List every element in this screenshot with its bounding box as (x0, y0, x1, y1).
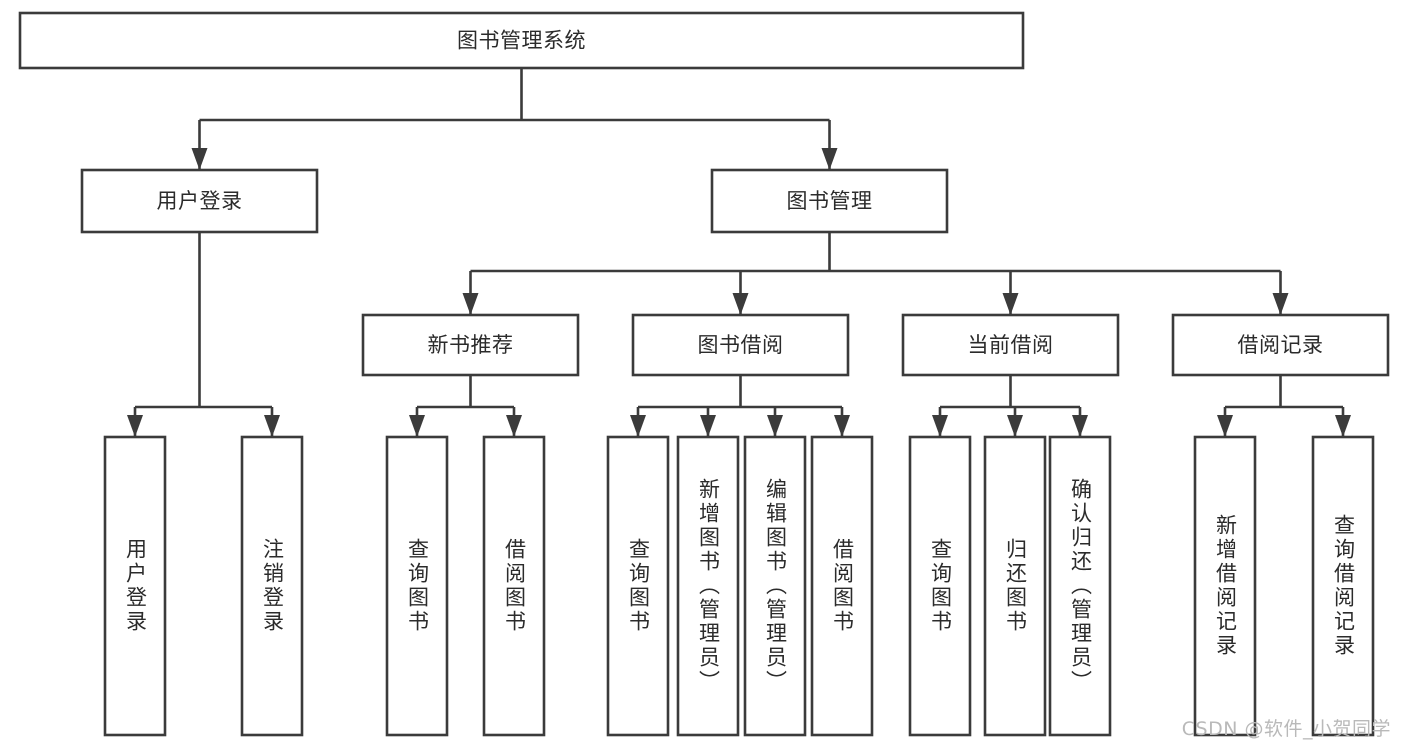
node-leaf-user-logout-rect[interactable] (240, 435, 304, 737)
arrow-head-icon (264, 415, 280, 437)
node-leaf-query-book-2[interactable] (606, 435, 670, 737)
node-current-borrow-rect[interactable] (901, 313, 1120, 377)
node-book-borrow[interactable]: 图书借阅 (631, 313, 850, 377)
node-leaf-user-login[interactable] (103, 435, 167, 737)
arrow-head-icon (409, 415, 425, 437)
node-new-book-recommend-rect[interactable] (361, 313, 580, 377)
arrow-head-icon (821, 148, 838, 170)
arrow-head-icon (932, 415, 948, 437)
node-leaf-query-book-1-rect[interactable] (385, 435, 449, 737)
node-borrow-record-rect[interactable] (1171, 313, 1390, 377)
watermark-text: CSDN @软件_小贺同学 (1181, 718, 1391, 740)
node-root-root-rect[interactable] (18, 11, 1025, 70)
arrow-head-icon (767, 415, 783, 437)
node-leaf-query-borrow-record[interactable] (1311, 435, 1375, 737)
node-leaf-borrow-book-2-rect[interactable] (810, 435, 874, 737)
arrow-head-icon (700, 415, 716, 437)
node-leaf-query-book-2-rect[interactable] (606, 435, 670, 737)
arrow-head-icon (506, 415, 522, 437)
node-new-book-recommend-label: 新书推荐 (428, 333, 514, 357)
arrow-head-icon (1002, 293, 1019, 315)
node-borrow-record[interactable]: 借阅记录 (1171, 313, 1390, 377)
node-leaf-user-logout[interactable] (240, 435, 304, 737)
connector-layer (127, 68, 1351, 437)
arrow-head-icon (630, 415, 646, 437)
node-leaf-confirm-return-rect[interactable] (1048, 435, 1112, 737)
node-leaf-query-borrow-record-rect[interactable] (1311, 435, 1375, 737)
arrow-head-icon (834, 415, 850, 437)
node-leaf-edit-book-rect[interactable] (743, 435, 807, 737)
arrow-head-icon (191, 148, 208, 170)
node-leaf-user-login-rect[interactable] (103, 435, 167, 737)
node-leaf-confirm-return[interactable] (1048, 435, 1112, 737)
node-book-manage[interactable]: 图书管理 (710, 168, 949, 234)
arrow-head-icon (1007, 415, 1023, 437)
node-leaf-borrow-book-1-rect[interactable] (482, 435, 546, 737)
node-user-login-rect[interactable] (80, 168, 319, 234)
arrow-head-icon (1072, 415, 1088, 437)
node-root-root[interactable]: 图书管理系统 (18, 11, 1025, 70)
node-user-login-label: 用户登录 (157, 189, 243, 213)
node-book-manage-label: 图书管理 (787, 189, 873, 213)
node-borrow-record-label: 借阅记录 (1238, 333, 1324, 357)
node-leaf-add-borrow-record-rect[interactable] (1193, 435, 1257, 737)
node-book-borrow-rect[interactable] (631, 313, 850, 377)
arrow-head-icon (1335, 415, 1351, 437)
node-leaf-add-book[interactable] (676, 435, 740, 737)
node-leaf-query-book-3[interactable] (908, 435, 972, 737)
node-book-manage-rect[interactable] (710, 168, 949, 234)
node-current-borrow-label: 当前借阅 (968, 333, 1054, 357)
node-book-borrow-label: 图书借阅 (698, 333, 784, 357)
arrow-head-icon (732, 293, 749, 315)
arrow-head-icon (462, 293, 479, 315)
node-leaf-borrow-book-1[interactable] (482, 435, 546, 737)
node-current-borrow[interactable]: 当前借阅 (901, 313, 1120, 377)
node-leaf-return-book[interactable] (983, 435, 1047, 737)
arrow-head-icon (1272, 293, 1289, 315)
node-leaf-query-book-1[interactable] (385, 435, 449, 737)
node-leaf-edit-book[interactable] (743, 435, 807, 737)
node-leaf-return-book-rect[interactable] (983, 435, 1047, 737)
node-leaf-query-book-3-rect[interactable] (908, 435, 972, 737)
node-leaf-add-borrow-record[interactable] (1193, 435, 1257, 737)
node-leaf-add-book-rect[interactable] (676, 435, 740, 737)
arrow-head-icon (1217, 415, 1233, 437)
arrow-head-icon (127, 415, 143, 437)
node-new-book-recommend[interactable]: 新书推荐 (361, 313, 580, 377)
node-root-root-label: 图书管理系统 (457, 29, 586, 53)
node-user-login[interactable]: 用户登录 (80, 168, 319, 234)
node-leaf-borrow-book-2[interactable] (810, 435, 874, 737)
